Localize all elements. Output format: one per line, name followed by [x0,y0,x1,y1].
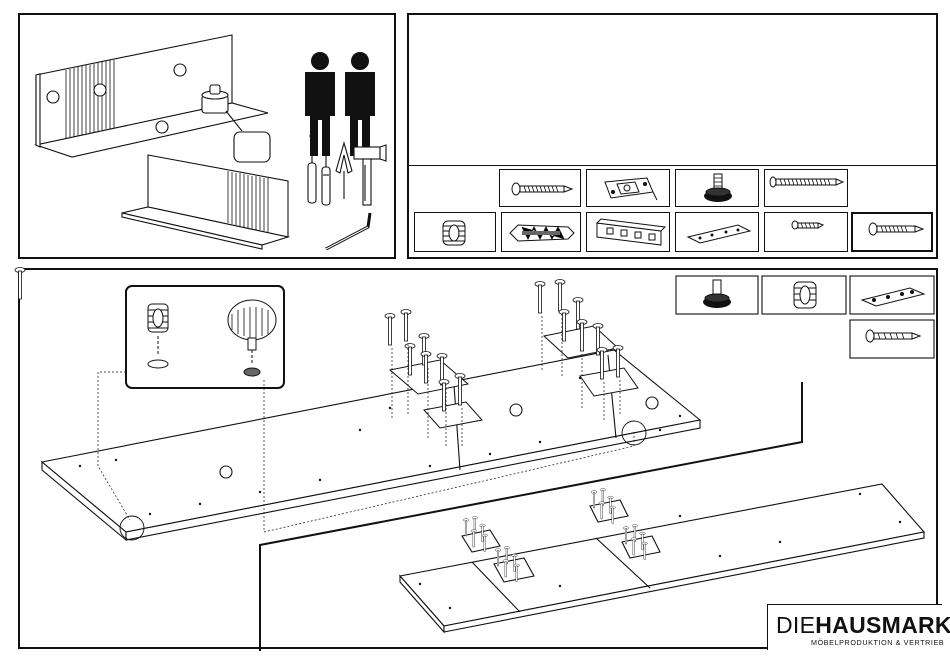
hardware-cell-short-screw [764,212,848,252]
hardware-cell-adjustable-foot [675,169,759,207]
screws-group [15,268,25,300]
mounting-bracket-icon [587,213,671,253]
person-icon [345,52,375,156]
brand-logo: DIEHAUSMARKE MÖBELPRODUKTION & VERTRIEB [767,604,942,650]
wall-plug-icon [502,213,582,253]
brand-wordmark: HAUSMARKE [815,612,950,638]
shelf-unit-top [36,35,270,162]
awl-icon [336,143,352,199]
shelf-unit-bottom [122,155,288,249]
hardware-cell-connector-plate [675,212,759,252]
hardware-cell-wall-plug [501,212,581,252]
brand-name: DIEHAUSMARKE [776,613,950,637]
person-icon [305,52,335,156]
long-wood-screw-icon [765,170,849,208]
hardware-cell-wood-screw [499,169,581,207]
threaded-insert-icon [415,213,497,253]
flat-head-screw-icon [853,214,935,254]
allen-key-icon [326,213,370,249]
hardware-cell-connector-fitting [586,169,670,207]
hardware-cell-long-wood-screw [764,169,848,207]
wood-screw-icon [500,170,582,208]
hardware-cell-threaded-insert [414,212,496,252]
adjustable-foot-icon [676,170,760,208]
hardware-cell-mounting-bracket [586,212,670,252]
detail-callout [126,286,284,388]
hardware-cell-flat-head-screw [851,212,933,252]
hammer-icon [354,145,386,205]
assembly-panel [18,268,938,649]
short-screw-icon [765,213,849,253]
hardware-panel [407,13,938,259]
threaded-insert-icon [794,282,816,308]
connector-plate-icon [676,213,760,253]
assembly-drawing [20,270,940,651]
overview-panel [18,13,396,259]
overview-drawing [20,15,398,261]
brand-prefix: DIE [776,612,815,638]
brand-tagline: MÖBELPRODUKTION & VERTRIEB [811,638,944,647]
connector-fitting-icon [587,170,671,208]
hardware-divider [409,165,936,166]
